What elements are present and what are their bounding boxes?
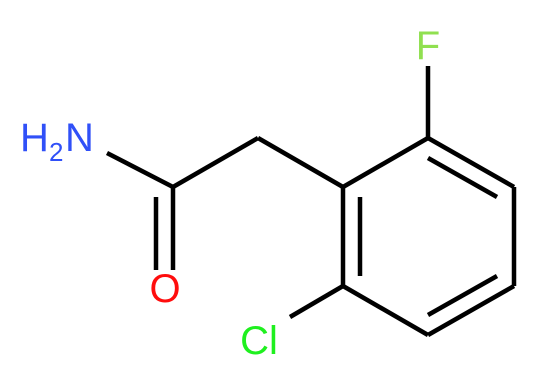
nitrogen-h-count: 2: [49, 137, 63, 167]
ring-bond-5-inner: [426, 156, 499, 199]
ring-bond-3-inner: [426, 274, 499, 317]
atom-labels: H 2 N O F Cl: [20, 24, 440, 363]
nitrogen-h-label: H: [20, 116, 49, 160]
bond-ch2-ring: [256, 136, 345, 189]
ring-bond-2: [341, 284, 430, 337]
bonds: [105, 66, 517, 337]
fluorine-label: F: [416, 24, 440, 68]
bond-ring-cl: [288, 284, 345, 319]
ring-bond-5: [426, 136, 516, 189]
bond-c-carbonyl-ch2: [171, 136, 260, 189]
nitrogen-label: N: [65, 116, 94, 160]
chlorine-label: Cl: [240, 319, 278, 363]
ring-bond-6: [341, 136, 430, 189]
oxygen-label: O: [149, 267, 180, 311]
bond-n-c-carbonyl: [105, 150, 175, 190]
ring-bond-3: [426, 284, 516, 337]
